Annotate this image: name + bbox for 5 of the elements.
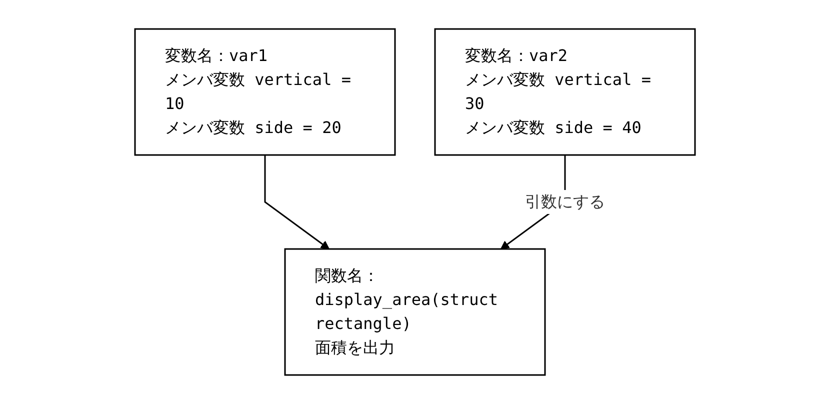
arrow bbox=[264, 154, 329, 249]
node-box bbox=[134, 28, 396, 156]
node-box bbox=[284, 248, 546, 376]
diagram: 引数にする 変数名：var1 メンバ変数 vertical = 10 メンバ変数 side = 20 変数名：var2 メンバ変数 vertical = 30 メンバ変数 side = 40 関数名：display_area(struct rectangle) 面積を出力 bbox=[126, 20, 702, 382]
node-box bbox=[434, 28, 696, 156]
